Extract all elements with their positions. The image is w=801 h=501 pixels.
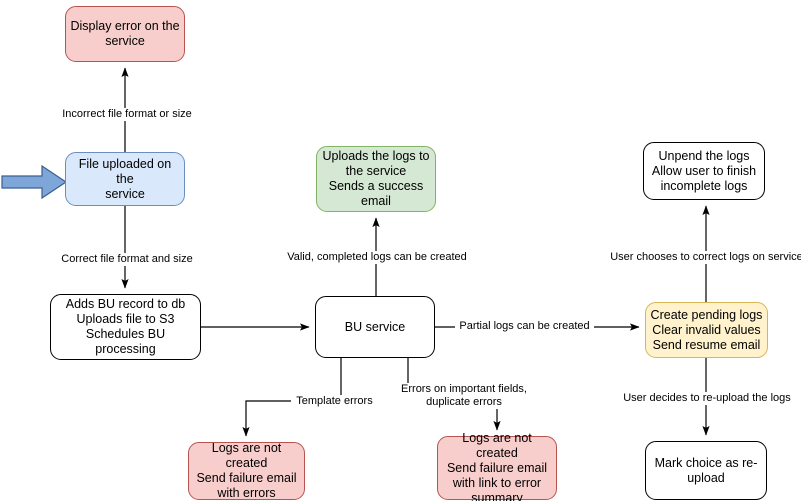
node-unpend-logs[interactable]: Unpend the logs Allow user to finish inc… — [643, 142, 765, 200]
node-logs-not-created-template[interactable]: Logs are not created Send failure email … — [188, 441, 305, 500]
edge-label-valid-logs: Valid, completed logs can be created — [282, 251, 472, 264]
edge-label-partial-logs: Partial logs can be created — [455, 320, 594, 333]
entry-block-arrow — [1, 164, 68, 200]
node-create-pending-logs[interactable]: Create pending logs Clear invalid values… — [645, 302, 768, 358]
edge-label-user-reupload: User decides to re-upload the logs — [621, 392, 793, 405]
node-file-uploaded[interactable]: File uploaded on the service — [65, 152, 185, 206]
node-bu-service[interactable]: BU service — [315, 296, 435, 358]
node-mark-choice[interactable]: Mark choice as re- upload — [645, 441, 767, 500]
node-logs-not-created-summary[interactable]: Logs are not created Send failure email … — [437, 431, 557, 501]
edge-label-template-errors: Template errors — [291, 395, 378, 408]
edge-label-incorrect-format: Incorrect file format or size — [59, 108, 195, 121]
node-adds-bu-record[interactable]: Adds BU record to db Uploads file to S3 … — [50, 294, 201, 360]
node-uploads-logs[interactable]: Uploads the logs to the service Sends a … — [316, 146, 436, 212]
edge-label-correct-format: Correct file format and size — [57, 253, 197, 266]
edge-label-errors-important: Errors on important fields, duplicate er… — [392, 383, 536, 409]
edge-label-user-corrects: User chooses to correct logs on service — [608, 251, 801, 264]
node-display-error[interactable]: Display error on the service — [65, 6, 185, 62]
